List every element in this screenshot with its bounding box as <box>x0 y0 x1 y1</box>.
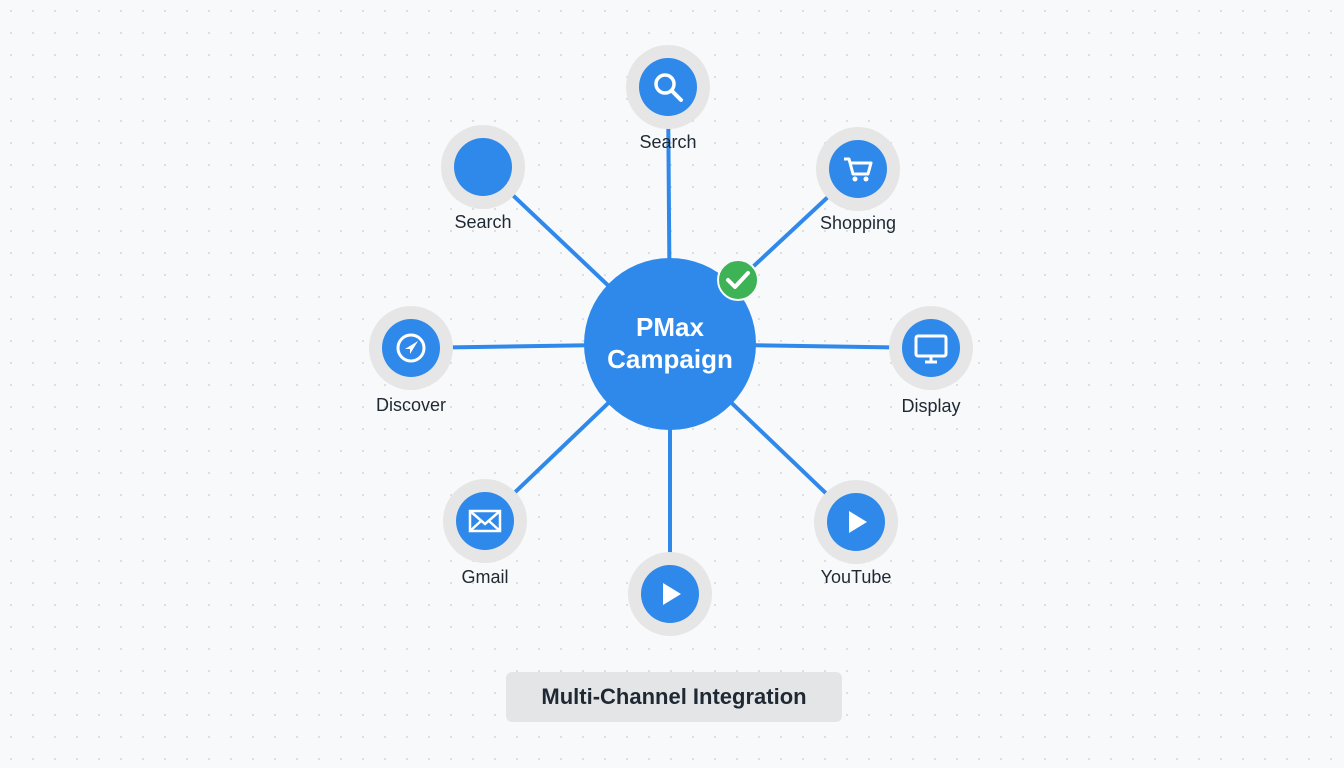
channel-node-video-bottom[interactable] <box>628 552 712 636</box>
channel-node-shopping[interactable]: Shopping <box>816 127 900 233</box>
channel-node-gmail[interactable]: Gmail <box>443 479 527 587</box>
channel-node-discover[interactable]: Discover <box>369 306 453 415</box>
channel-label: Shopping <box>820 213 896 233</box>
center-title-line1: PMax <box>636 312 704 342</box>
compass-icon <box>396 333 426 363</box>
footer-title: Multi-Channel Integration <box>506 672 842 722</box>
channel-node-search-left[interactable]: Search <box>441 125 525 232</box>
channel-label: Discover <box>376 395 446 415</box>
channel-node-display[interactable]: Display <box>889 306 973 416</box>
monitor-icon <box>914 334 948 364</box>
search-icon <box>654 73 683 102</box>
channel-label: Search <box>454 212 511 232</box>
center-node: PMax Campaign <box>584 258 756 430</box>
channel-label: Display <box>901 396 960 416</box>
check-icon <box>717 259 759 301</box>
channel-label: Gmail <box>461 567 508 587</box>
mail-icon <box>468 509 502 533</box>
channel-node-youtube[interactable]: YouTube <box>814 480 898 587</box>
play-icon <box>849 511 867 533</box>
channel-label: YouTube <box>821 567 892 587</box>
channel-node-search-top[interactable]: Search <box>626 45 710 152</box>
cart-icon <box>844 157 873 182</box>
channel-label: Search <box>639 132 696 152</box>
play-icon <box>663 583 681 605</box>
center-title-line2: Campaign <box>607 344 733 374</box>
